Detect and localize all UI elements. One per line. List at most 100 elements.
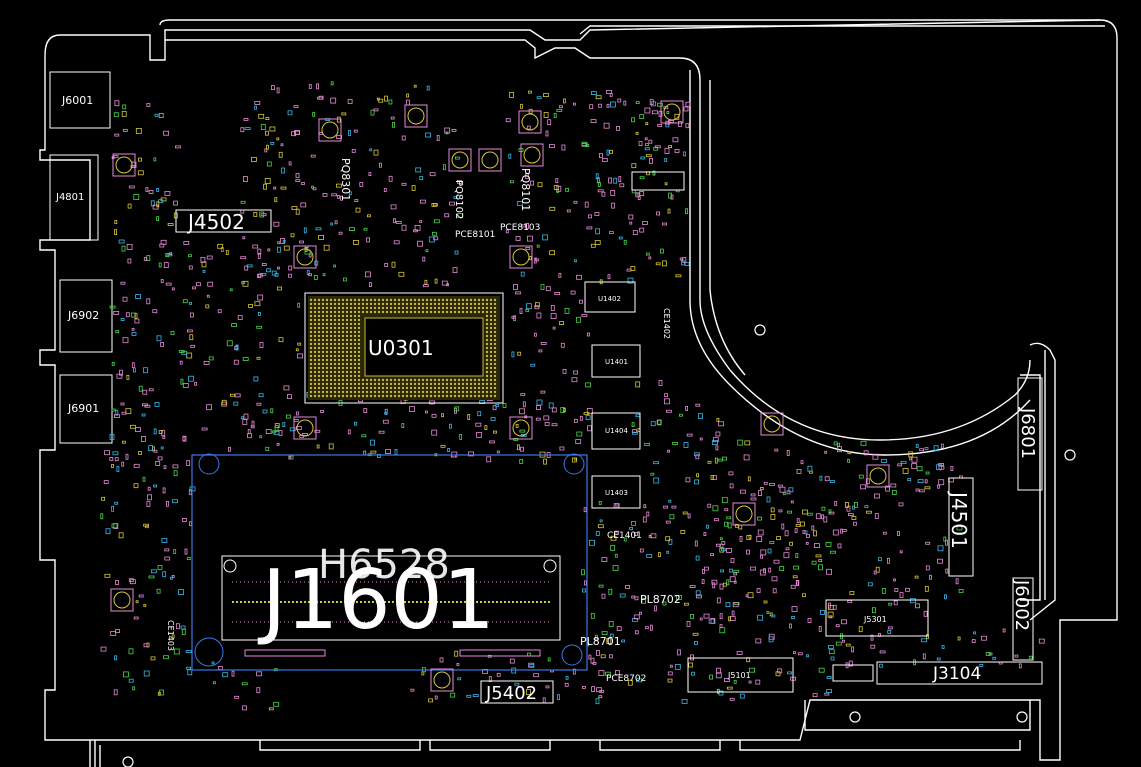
cpu-ball	[325, 298, 329, 302]
cpu-ball	[485, 338, 489, 342]
cpu-ball	[489, 338, 493, 342]
pad	[508, 153, 512, 159]
pad	[270, 141, 275, 145]
cpu-ball	[349, 298, 353, 302]
cpu-ball	[341, 378, 345, 382]
cpu-ball	[493, 382, 497, 386]
pad	[800, 460, 804, 465]
screw-pad-frame	[112, 153, 136, 177]
pad	[576, 316, 581, 323]
pad	[731, 610, 735, 616]
other-connectors	[175, 171, 1043, 704]
cpu-ball	[321, 378, 325, 382]
cpu-ball	[309, 394, 313, 398]
cpu-ball	[473, 394, 477, 398]
pad	[769, 482, 775, 486]
pad	[125, 453, 129, 460]
pad	[231, 670, 235, 677]
screw-pad-frame	[660, 100, 684, 124]
pad	[312, 111, 316, 117]
pad	[373, 108, 379, 112]
cpu-ball	[325, 310, 329, 314]
cpu-ball	[377, 310, 381, 314]
pad	[318, 132, 323, 136]
cpu-ball	[317, 298, 321, 302]
cpu-ball	[401, 378, 405, 382]
pad	[572, 457, 577, 463]
cpu-ball	[325, 378, 329, 382]
cpu-ball	[333, 386, 337, 390]
pad	[384, 411, 388, 415]
pad	[664, 158, 668, 162]
screw-pad-frame	[430, 668, 454, 692]
pad	[390, 204, 397, 210]
pad	[582, 588, 586, 593]
cpu-ball	[417, 382, 421, 386]
cpu-ball	[381, 302, 385, 306]
pad	[271, 270, 277, 276]
pad	[152, 309, 158, 314]
pad	[703, 532, 707, 536]
cpu-ball	[345, 314, 349, 318]
cpu-ball	[353, 302, 357, 306]
pad	[352, 239, 359, 245]
pad	[648, 139, 653, 144]
pad	[514, 682, 520, 686]
pad	[992, 656, 997, 660]
pad	[122, 104, 127, 110]
cpu-ball	[349, 370, 353, 374]
pad	[562, 368, 567, 374]
pad	[683, 106, 689, 112]
pad	[241, 682, 248, 686]
cpu-ball	[345, 374, 349, 378]
pad	[724, 521, 728, 527]
screw-pad-frame	[518, 110, 542, 134]
pad	[457, 212, 464, 218]
pad	[887, 626, 893, 630]
pad	[750, 566, 756, 571]
pad	[317, 96, 324, 100]
cpu-ball	[465, 298, 469, 302]
pad	[802, 593, 806, 598]
pad	[635, 131, 639, 135]
cpu-ball	[345, 370, 349, 374]
cpu-ball	[397, 302, 401, 306]
pad	[665, 520, 671, 524]
cpu-ball	[349, 346, 353, 350]
pad	[114, 655, 117, 661]
pad	[692, 632, 699, 636]
pad	[898, 502, 904, 507]
cpu-ball	[361, 306, 365, 310]
pad	[566, 209, 571, 213]
pad	[146, 103, 151, 107]
label-j4501: J4501	[947, 490, 971, 549]
pad	[156, 187, 160, 192]
pad	[721, 548, 726, 552]
pad	[619, 183, 625, 188]
pad	[937, 484, 940, 489]
pad	[688, 662, 693, 668]
cpu-ball	[377, 394, 381, 398]
pad	[259, 211, 265, 218]
cpu-ball	[385, 394, 389, 398]
pad	[295, 348, 299, 352]
cpu-ball	[313, 370, 317, 374]
label-dimm-slot: J1601	[257, 553, 495, 648]
cpu-ball	[465, 378, 469, 382]
cpu-ball	[489, 394, 493, 398]
cpu-ball	[329, 350, 333, 354]
cpu-ball	[345, 366, 349, 370]
pad	[599, 519, 603, 523]
cpu-ball	[485, 322, 489, 326]
pad	[652, 110, 658, 115]
cpu-ball	[337, 386, 341, 390]
cpu-ball	[465, 306, 469, 310]
screw-pad-frame	[509, 245, 533, 269]
cpu-ball	[377, 378, 381, 382]
pad	[614, 553, 618, 558]
pad	[664, 148, 670, 155]
cpu-ball	[469, 394, 473, 398]
pad	[882, 531, 887, 535]
cpu-ball	[333, 374, 337, 378]
cpu-ball	[345, 310, 349, 314]
